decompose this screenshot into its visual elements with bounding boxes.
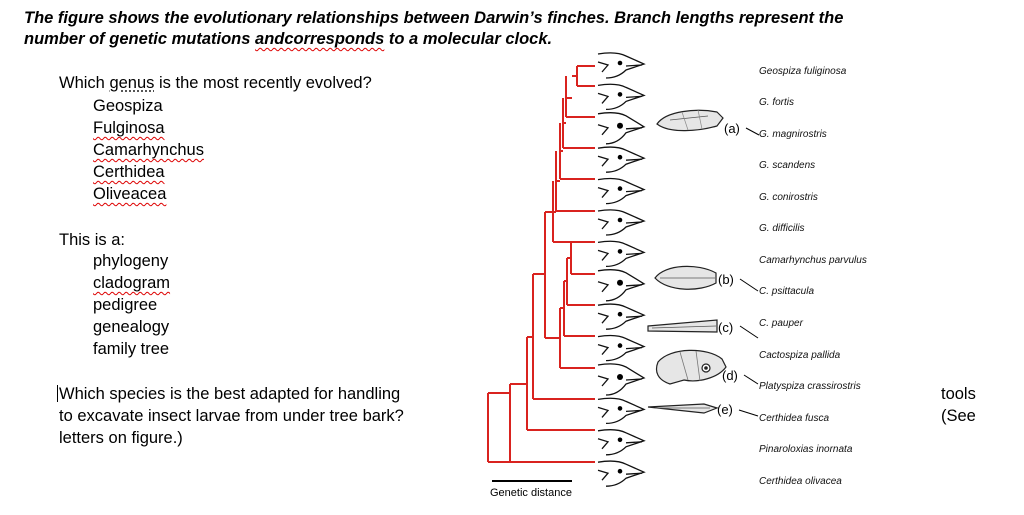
letter-b: (b) — [718, 272, 734, 287]
question-tools-line-1-end: tools — [941, 385, 976, 403]
species-label-13: Pinaroloxias inornata — [759, 444, 853, 455]
beak-illustration-c — [647, 319, 718, 333]
question-tools-line-3: letters on figure.) — [59, 429, 183, 447]
text-cursor — [57, 385, 58, 402]
caption-line-1: The figure shows the evolutionary relati… — [24, 9, 844, 27]
option-phylogeny: phylogeny — [93, 252, 169, 270]
species-label-7: Camarhynchus parvulus — [759, 255, 867, 266]
option-fulginosa: Fulginosa — [93, 119, 165, 137]
scale-bar-label: Genetic distance — [490, 487, 572, 499]
letter-e: (e) — [717, 402, 733, 417]
option-camarhynchus: Camarhynchus — [93, 141, 204, 159]
caption-line-2: number of genetic mutations andcorrespon… — [24, 30, 553, 48]
option-geospiza: Geospiza — [93, 97, 163, 115]
finch-head-icon — [597, 269, 646, 302]
figure-caption: The figure shows the evolutionary relati… — [24, 8, 999, 50]
finch-head-icon — [597, 112, 646, 145]
finch-head-icon — [597, 209, 646, 236]
beak-illustration-b — [654, 265, 717, 290]
finch-phylogeny-figure: (a) (b) (c) (d) (e) Geospiza fuliginosa … — [487, 52, 867, 499]
species-label-2: G. fortis — [759, 97, 794, 108]
finch-head-icon — [597, 177, 646, 205]
finch-head-icon — [597, 240, 646, 268]
species-label-10: Cactospiza pallida — [759, 350, 841, 361]
finch-heads — [597, 52, 646, 487]
question-tools-line-2-end: (See — [941, 407, 976, 425]
species-label-14: Certhidea olivacea — [759, 476, 842, 487]
option-pedigree: pedigree — [93, 296, 158, 314]
finch-head-icon — [597, 52, 646, 79]
letter-c: (c) — [718, 320, 733, 335]
species-label-6: G. difficilis — [759, 223, 805, 234]
question-genus: Which genus is the most recently evolved… — [59, 74, 372, 92]
species-label-8: C. psittacula — [759, 286, 814, 297]
species-label-11: Platyspiza crassirostris — [759, 381, 861, 392]
question-tools-line-2: to excavate insect larvae from under tre… — [59, 407, 404, 425]
letter-a: (a) — [724, 121, 740, 136]
species-label-4: G. scandens — [759, 160, 815, 171]
species-label-12: Certhidea fusca — [759, 413, 829, 424]
caption-misspelling: andcorresponds — [255, 30, 385, 48]
finch-head-icon — [597, 429, 646, 456]
finch-head-icon — [597, 303, 646, 330]
option-family-tree: family tree — [93, 340, 170, 358]
letter-d: (d) — [722, 368, 738, 383]
question-tree-type: This is a: — [59, 231, 126, 249]
finch-head-icon — [597, 397, 646, 425]
species-label-3: G. magnirostris — [759, 129, 827, 140]
beak-illustration-e — [647, 403, 719, 414]
species-label-1: Geospiza fuliginosa — [759, 66, 847, 77]
finch-head-icon — [597, 146, 646, 173]
finch-head-icon — [597, 83, 646, 111]
species-label-9: C. pauper — [759, 318, 804, 329]
finch-head-icon — [597, 460, 646, 487]
beak-illustration-a — [656, 109, 724, 132]
tree-branches — [487, 65, 595, 463]
beak-illustration-d — [655, 349, 727, 385]
option-certhidea: Certhidea — [93, 163, 165, 181]
question-tools-line-1: Which species is the best adapted for ha… — [57, 385, 401, 403]
species-label-5: G. conirostris — [759, 192, 818, 203]
option-genealogy: genealogy — [93, 318, 170, 336]
option-oliveacea: Oliveacea — [93, 185, 167, 203]
finch-head-icon — [597, 363, 646, 396]
finch-head-icon — [597, 334, 646, 362]
letter-pointers — [738, 127, 760, 417]
genus-word: genus — [109, 74, 155, 92]
option-cladogram: cladogram — [93, 274, 171, 292]
